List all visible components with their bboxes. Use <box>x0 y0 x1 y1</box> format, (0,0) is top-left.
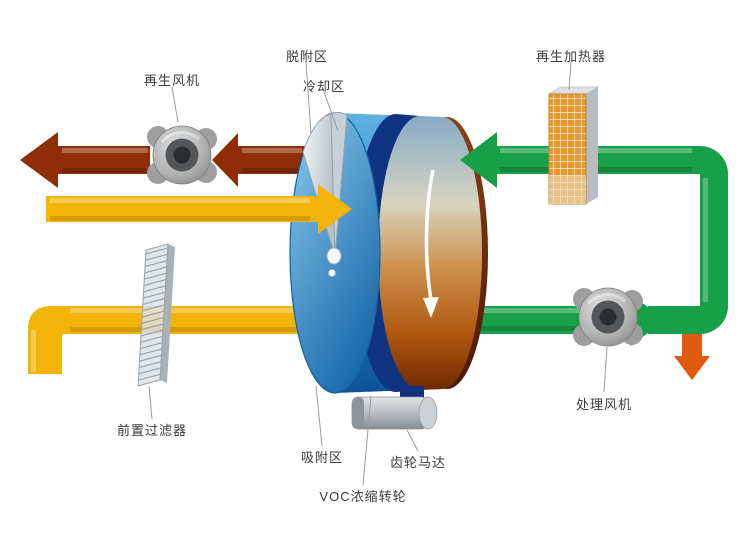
leader-line <box>315 385 323 447</box>
label-voc-rotor: VOC浓缩转轮 <box>319 489 407 504</box>
heater-lower-shade <box>549 176 586 204</box>
label-pre-filter: 前置过滤器 <box>116 423 188 438</box>
intake-bottom-arrow <box>28 297 350 374</box>
leader-line <box>171 86 179 123</box>
outlet-arrow-orange <box>674 330 710 380</box>
fan-hub <box>599 308 617 326</box>
leader-line <box>148 385 153 420</box>
pre-filter-mesh <box>138 244 168 386</box>
pipe-highlight <box>31 330 36 372</box>
heater-side <box>586 87 598 204</box>
label-regen-heater: 再生加热器 <box>535 49 607 64</box>
label-cooling-zone: 冷却区 <box>302 79 346 94</box>
intake-top-arrow <box>46 184 352 234</box>
pipe-shadow <box>455 326 623 331</box>
pipe-highlight <box>50 198 310 203</box>
regen-heater-icon <box>547 86 600 205</box>
fan-gloss <box>160 131 200 144</box>
leader-line <box>305 61 312 135</box>
fan-gloss <box>586 293 626 306</box>
leader-lines <box>148 61 608 486</box>
pipe-highlight <box>70 308 308 313</box>
clean-elbow-top <box>700 146 728 174</box>
leader-line <box>603 346 608 393</box>
clean-elbow-bottom <box>700 306 728 334</box>
outlet-down-arrow <box>674 330 710 380</box>
clean-bar-top <box>497 146 700 174</box>
label-process-fan: 处理风机 <box>575 397 633 412</box>
clean-arrow-into-rotor <box>460 132 497 188</box>
leader-line <box>323 91 339 132</box>
process-fan-icon <box>573 287 643 347</box>
pipe-highlight <box>62 148 148 153</box>
pipe-shadow <box>50 216 310 221</box>
exhaust-arrow-out <box>20 132 150 188</box>
leader-line <box>362 395 372 486</box>
clean-bar-connector <box>648 306 700 334</box>
rotor-hub <box>326 247 342 265</box>
pipe-shadow <box>62 168 148 173</box>
fan-hub <box>173 146 191 164</box>
pre-filter-side <box>160 244 175 383</box>
label-gear-motor: 齿轮马达 <box>389 455 447 470</box>
label-desorption-zone: 脱附区 <box>285 49 329 64</box>
motor-left-cap <box>352 397 364 429</box>
pipe-highlight <box>703 178 708 302</box>
pipe-shadow <box>242 168 302 173</box>
pipe-shadow <box>70 327 308 332</box>
intake-pipe-bottom-yellow <box>28 297 350 374</box>
label-adsorption-zone: 吸附区 <box>300 450 344 465</box>
rotor-adsorption-section <box>378 116 482 390</box>
pipe-highlight <box>242 148 302 153</box>
leader-line <box>568 61 572 91</box>
pipe-highlight <box>455 308 623 313</box>
pre-filter <box>137 243 175 387</box>
gear-motor-icon <box>351 386 438 430</box>
leader-line <box>406 429 419 452</box>
rotation-arrowhead <box>423 297 439 318</box>
motor-end-cap <box>418 396 438 430</box>
label-regen-fan: 再生风机 <box>143 73 201 88</box>
regen-fan-icon <box>147 125 217 185</box>
rotor-hub-pin <box>328 269 336 277</box>
clean-pipe-arrowhead <box>460 132 497 188</box>
clean-pipe-vertical <box>700 174 728 306</box>
voc-rotor-wheel <box>289 112 488 394</box>
intake-pipe-top-yellow <box>46 184 352 234</box>
rotation-arrow <box>424 169 435 301</box>
